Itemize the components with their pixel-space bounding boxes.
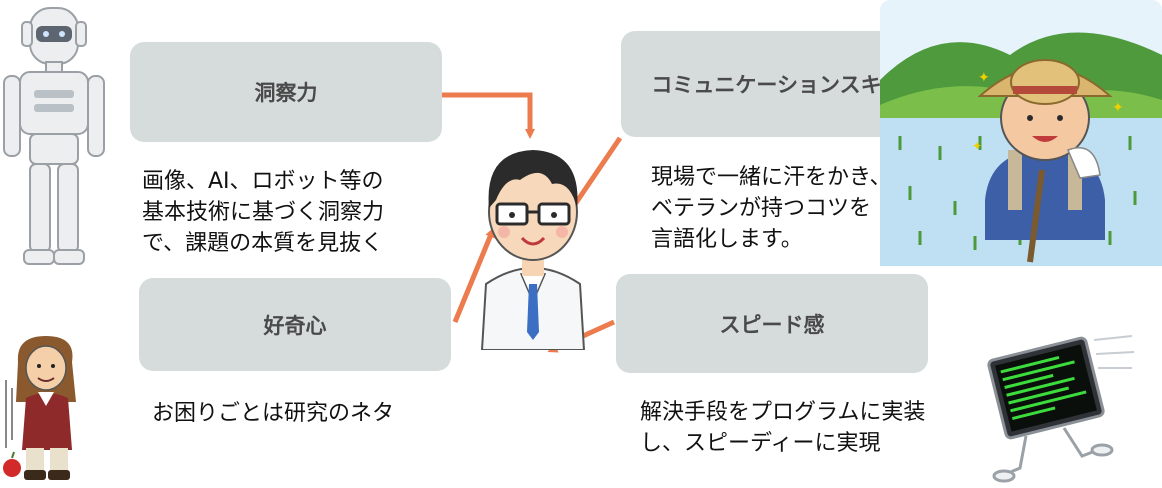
curiosity-title: 好奇心 [263, 313, 327, 338]
svg-text:✦: ✦ [1112, 100, 1124, 116]
scientist-icon [16, 336, 76, 480]
communication-description: 現場で一緒に汗をかき、 ベテランが持つコツを 言語化します。 [651, 162, 891, 255]
robot-icon [3, 7, 105, 265]
observation-line: 基本技術に基づく洞察力 [142, 200, 385, 225]
running-computer-icon [987, 335, 1135, 483]
curiosity-description: お困りごとは研究のネタ [152, 398, 394, 429]
apple-icon [3, 380, 21, 477]
speed-line: 解決手段をプログラムに実装 [640, 400, 926, 425]
observation-line: 画像、AI、ロボット等の [142, 169, 384, 194]
arrow-observation [442, 92, 535, 139]
curiosity-line: お困りごとは研究のネタ [152, 401, 395, 426]
arrow-curiosity [452, 227, 495, 323]
observation-line: で、課題の本質を見抜く [142, 231, 384, 256]
speed-title: スピード感 [719, 312, 825, 337]
observation-description: 画像、AI、ロボット等の 基本技術に基づく洞察力 で、課題の本質を見抜く [142, 166, 384, 259]
communication-line: 言語化します。 [651, 227, 803, 252]
curiosity-box: 好奇心 [139, 278, 451, 371]
speed-description: 解決手段をプログラムに実装 し、スピーディーに実現 [640, 397, 925, 459]
communication-title: コミュニケーションスキル [651, 73, 903, 97]
researcher-icon [480, 150, 586, 350]
observation-box: 洞察力 [130, 42, 442, 142]
svg-text:✦: ✦ [978, 70, 990, 86]
speed-box: スピード感 [616, 274, 928, 373]
svg-text:✦: ✦ [972, 139, 982, 153]
communication-line: 現場で一緒に汗をかき、 [651, 165, 892, 190]
communication-line: ベテランが持つコツを [651, 196, 872, 221]
observation-title: 洞察力 [254, 81, 318, 105]
farmer-icon: ✦ ✦ ✦ [880, 0, 1162, 266]
speed-line: し、スピーディーに実現 [640, 431, 881, 456]
